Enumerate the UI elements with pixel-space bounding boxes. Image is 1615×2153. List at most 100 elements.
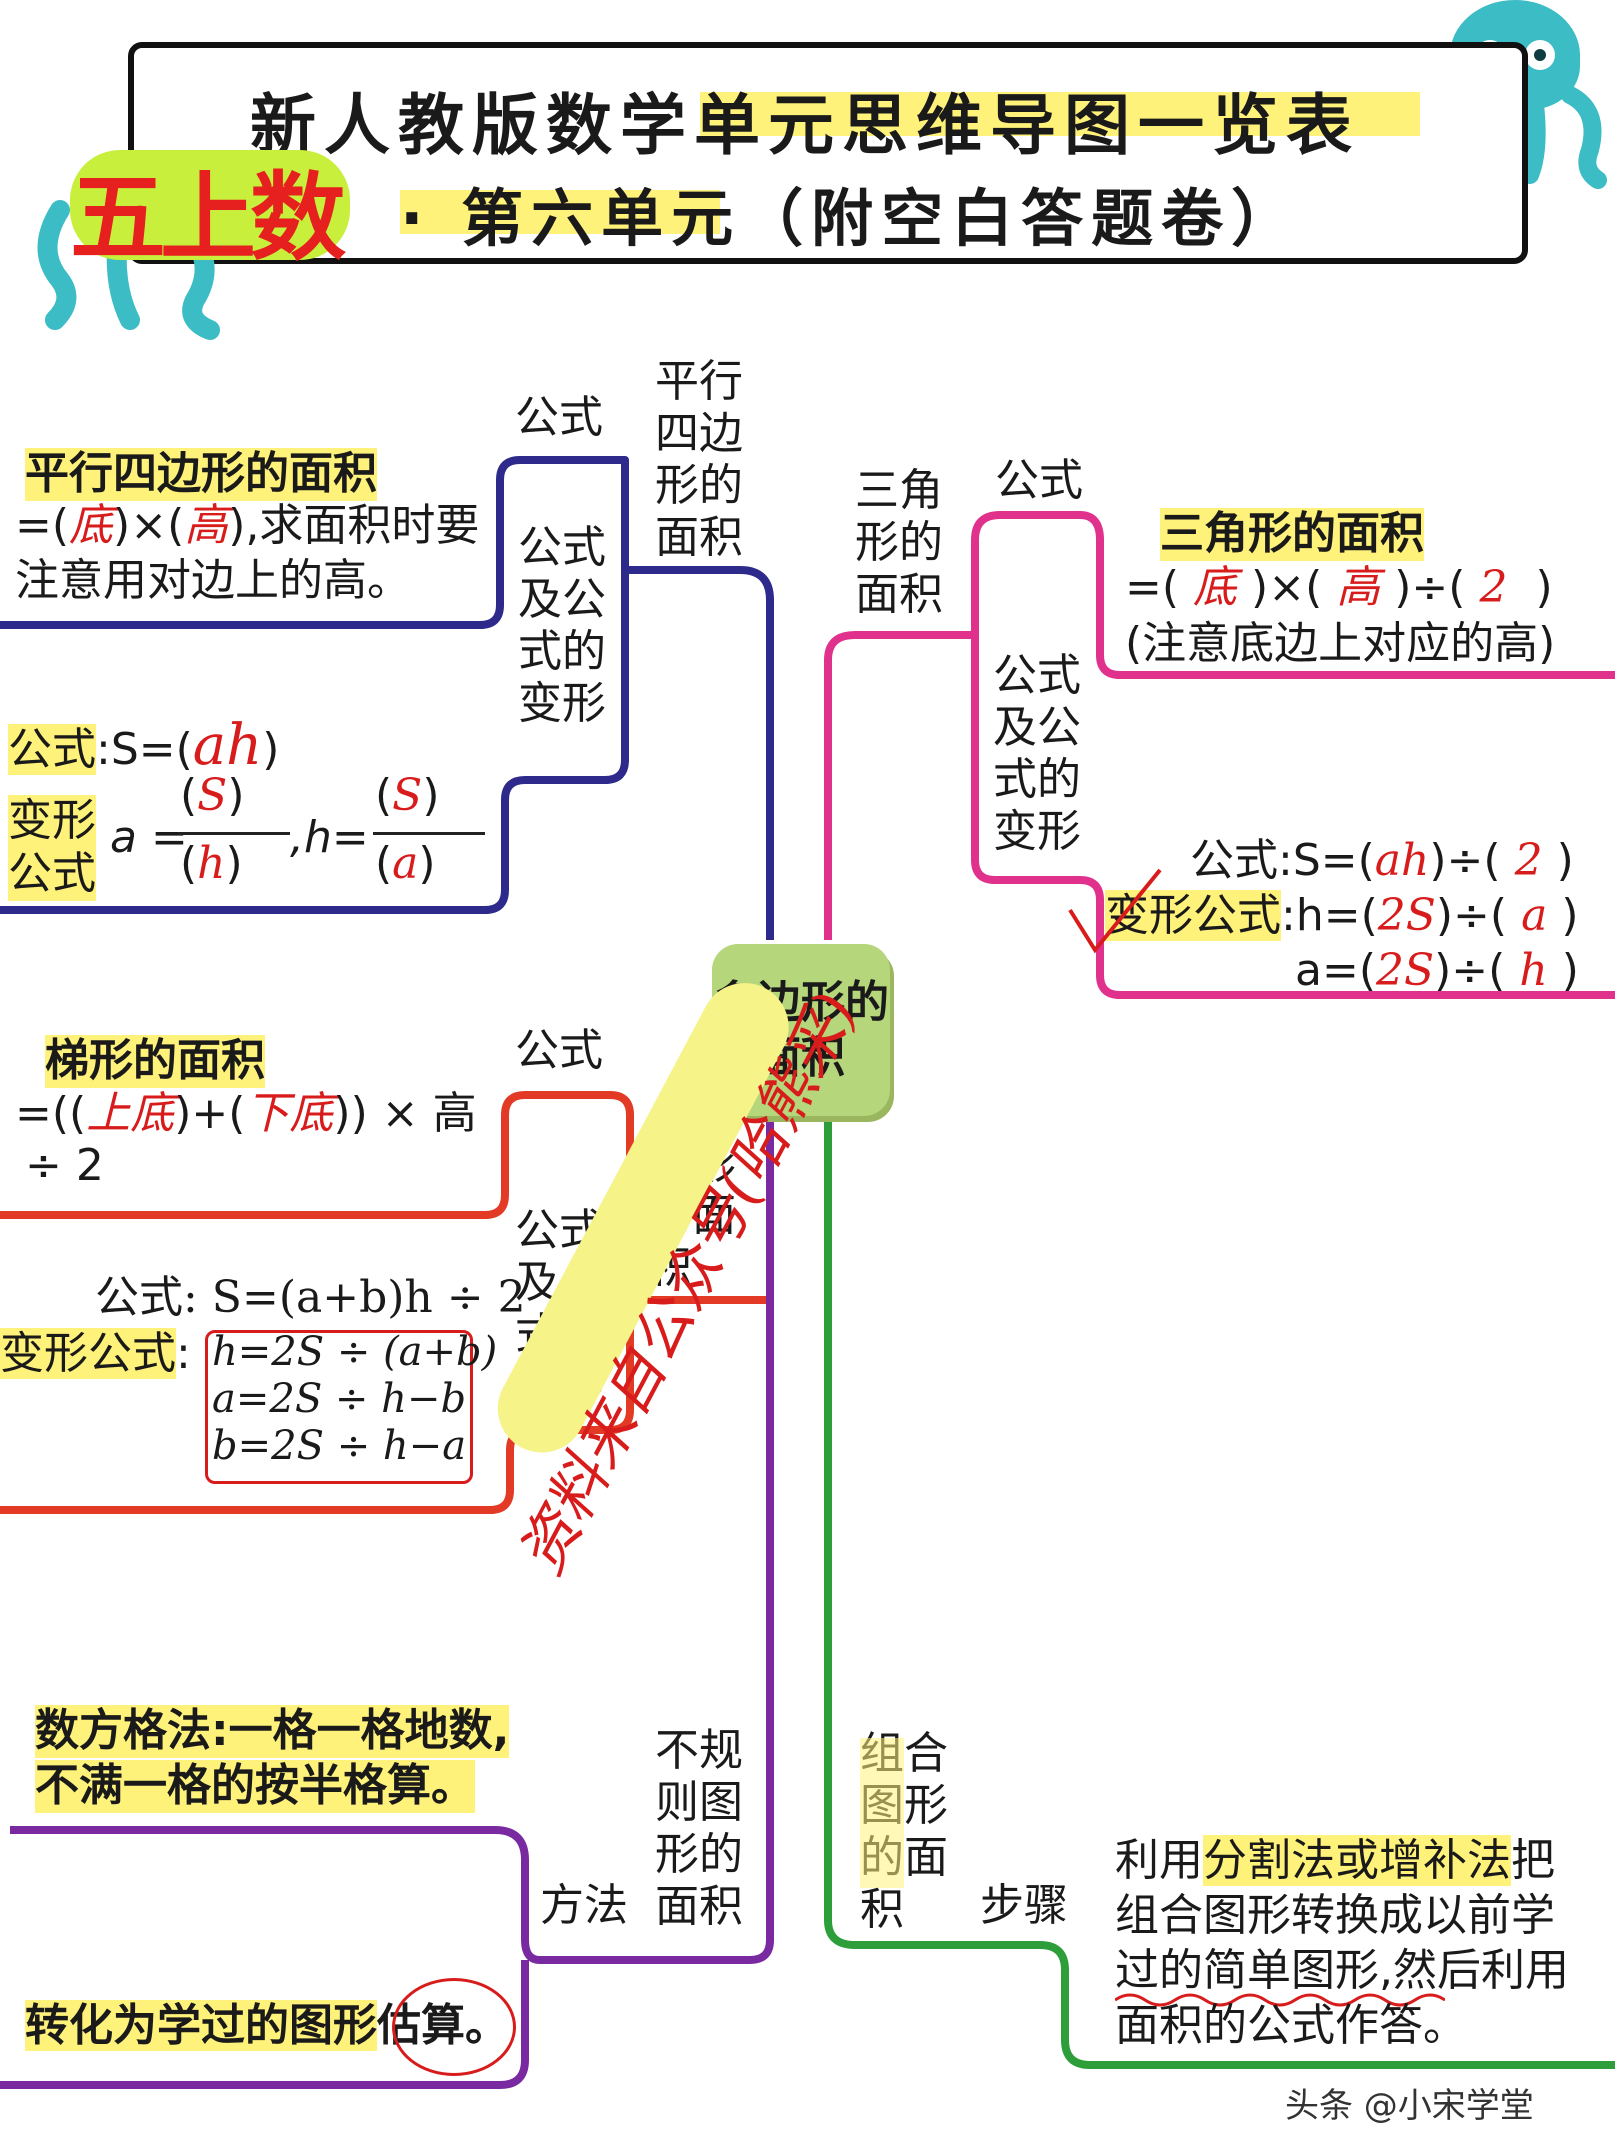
irregular-sub-method: 方法 <box>540 1880 628 1931</box>
wavy-underline <box>1115 1993 1445 2007</box>
checkmark-icon <box>1068 868 1162 954</box>
trapezoid-variant-h: h=2S ÷ (a+b) <box>212 1329 498 1375</box>
line-trapezoid-formula <box>0 1091 634 1300</box>
trapezoid-variant-b: b=2S ÷ h−a <box>212 1423 467 1469</box>
line-triangle-variants <box>971 635 1615 999</box>
triangle-variant-3: a=(2S)÷( h ) <box>1295 945 1579 998</box>
text: )+( <box>174 1088 246 1139</box>
answer-ah: ah <box>1374 835 1430 886</box>
answer-s: S <box>392 770 423 821</box>
answer-a: a <box>1521 890 1548 941</box>
irregular-method-1b: 不满一格的按半格算。 <box>35 1760 475 1813</box>
fraction-a-bar <box>178 832 290 835</box>
title-highlight <box>700 92 1420 136</box>
answer-height: 高 <box>184 500 229 551</box>
parallelogram-var-a: a = <box>110 812 188 863</box>
trapezoid-heading: 梯形的面积 <box>45 1035 265 1088</box>
fraction-a-bottom: (h) <box>180 838 243 889</box>
grade-badge-bg <box>70 150 350 260</box>
parallelogram-heading: 平行四边形的面积 <box>25 448 377 501</box>
parallelogram-sub-formula: 公式 <box>515 392 603 443</box>
text: =( <box>1125 562 1180 613</box>
line-composite-step <box>1039 1941 1615 2069</box>
text: 或 <box>1335 1835 1379 1886</box>
parallelogram-sub-variants: 公式 及公 式的 变形 <box>518 522 606 729</box>
text: 公式:S=( <box>1190 835 1375 886</box>
parallelogram-formula-line1: =(底)×(高),求面积时要 <box>15 500 479 553</box>
text: )÷( <box>1434 945 1506 996</box>
text: :h=( <box>1281 890 1378 941</box>
text: ),求面积时要 <box>228 500 480 551</box>
text: )×( <box>1251 562 1323 613</box>
triangle-sub-variants: 公式 及公 式的 变形 <box>993 650 1081 857</box>
text: 转化为学过的图形 <box>25 2000 377 2051</box>
title-main: 新人教版数学单元思维导图一览表 <box>250 87 1360 164</box>
text: )÷( <box>1429 835 1501 886</box>
trapezoid-formula-line2: ÷ 2 <box>25 1140 104 1191</box>
parallelogram-variant-label-1: 变形 <box>8 795 96 848</box>
trapezoid-formula-line1: =((上底)+(下底)) × 高 <box>15 1088 477 1141</box>
keyword-split: 分割法 <box>1203 1835 1335 1886</box>
trapezoid-sub-formula: 公式 <box>515 1025 603 1076</box>
text: )×( <box>113 500 185 551</box>
line-parallelogram-variants <box>0 570 629 914</box>
line-triangle-trunk <box>824 631 975 940</box>
trapezoid-variant-label: 变形公式: <box>0 1328 191 1381</box>
answer-two: 2 <box>1479 562 1508 613</box>
label: 变形公式 <box>0 1328 176 1379</box>
answer-2s: 2S <box>1376 945 1435 996</box>
composite-step-line4: 面积的公式作答。 <box>1115 2000 1467 2051</box>
line-triangle-formula <box>971 511 1615 679</box>
answer-upper-base: 上底 <box>86 1088 175 1139</box>
composite-branch-highlight <box>860 1738 904 1888</box>
source-credit: 头条 @小宋学堂 <box>1285 2086 1534 2126</box>
triangle-formula-line1: =( 底 )×( 高 )÷( 2 ) <box>1125 562 1553 615</box>
grade-badge: 五上数 <box>70 161 346 274</box>
title-sub: · 第六单元（附空白答题卷） <box>400 182 1302 255</box>
answer-ah: ah <box>192 713 263 778</box>
answer-base: 底 <box>1193 562 1238 613</box>
triangle-variant-2: 变形公式:h=(2S)÷( a ) <box>1105 890 1579 943</box>
trapezoid-variant-a: a=2S ÷ h−b <box>212 1376 467 1422</box>
text: a=( <box>1295 945 1376 996</box>
parallelogram-var-h: ,h= <box>290 812 369 863</box>
parallelogram-variant-formula: 公式:S=(ah) <box>8 712 279 779</box>
text: ) <box>262 724 280 775</box>
parallelogram-formula-line2: 注意用对边上的高。 <box>15 555 411 606</box>
fraction-a-top: (S) <box>180 770 245 821</box>
trapezoid-variant-box <box>205 1330 473 1484</box>
text: )) × 高 <box>333 1088 477 1139</box>
line-irregular-trunk <box>630 1118 774 1964</box>
triangle-formula-line2: (注意底边上对应的高) <box>1125 618 1556 669</box>
fraction-h-top: (S) <box>375 770 440 821</box>
answer-h: h <box>197 838 226 889</box>
composite-step-line3: 过的简单图形,然后利用 <box>1115 1945 1569 1996</box>
answer-h: h <box>1519 945 1548 996</box>
text: )÷( <box>1435 890 1508 941</box>
answer-base: 底 <box>69 500 114 551</box>
answer-two: 2 <box>1514 835 1543 886</box>
parallelogram-variant-label-2: 公式 <box>8 848 96 901</box>
text: =(( <box>15 1088 87 1139</box>
octopus-eye-right <box>1525 40 1555 70</box>
triangle-variant-1: 公式:S=(ah)÷( 2 ) <box>1190 835 1574 888</box>
line-parallelogram-formula <box>0 456 629 629</box>
fraction-h-bar <box>373 832 485 835</box>
title2-highlight <box>400 190 720 234</box>
text: 把 <box>1511 1835 1555 1886</box>
composite-step-line2: 组合图形转换成以前学 <box>1115 1890 1555 1941</box>
text: ) <box>1556 835 1574 886</box>
triangle-sub-formula: 公式 <box>995 455 1083 506</box>
trapezoid-variant-1: 公式: S=(a+b)h ÷ 2 <box>95 1272 526 1323</box>
answer-lower-base: 下底 <box>245 1088 334 1139</box>
text: : <box>176 1328 191 1379</box>
text: ) <box>1535 562 1553 613</box>
text: )÷( <box>1394 562 1466 613</box>
line-irregular-m1 <box>10 1826 529 1940</box>
fraction-h-bottom: (a) <box>375 838 436 889</box>
keyword-supplement: 增补法 <box>1379 1835 1511 1886</box>
text: =( <box>15 500 70 551</box>
text: ) <box>1561 945 1579 996</box>
irregular-method-1a: 数方格法:一格一格地数, <box>35 1705 510 1758</box>
